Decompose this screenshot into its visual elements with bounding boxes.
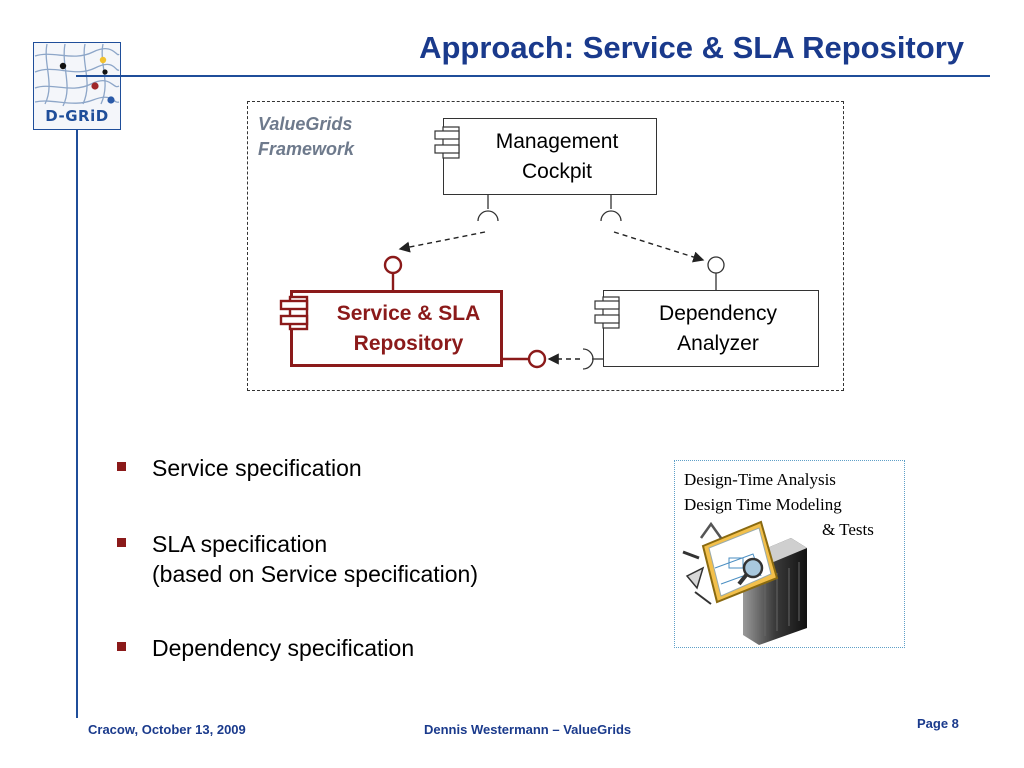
bullet-text: SLA specification xyxy=(152,531,328,557)
page-number: Page 8 xyxy=(917,716,959,731)
design-tools-server-illustration xyxy=(682,520,807,645)
framework-label: ValueGrids Framework xyxy=(258,112,354,162)
slide-title: Approach: Service & SLA Repository xyxy=(419,30,964,65)
service-sla-repository-line1: Service & SLA xyxy=(336,301,481,325)
logo-text: D-GRiD xyxy=(45,107,109,125)
design-line2: Design Time Modeling xyxy=(684,495,842,514)
bullet-square-icon xyxy=(117,642,126,651)
bullet-subtext: (based on Service specification) xyxy=(152,561,478,587)
design-time-text: Design-Time Analysis Design Time Modelin… xyxy=(684,467,874,542)
framework-label-line1: ValueGrids xyxy=(258,114,353,134)
management-cockpit-line2: Cockpit xyxy=(521,159,593,183)
footer-author: Dennis Westermann – ValueGrids xyxy=(424,722,632,737)
bullet-item: SLA specification (based on Service spec… xyxy=(117,529,478,589)
dependency-analyzer-line2: Analyzer xyxy=(677,331,759,355)
dependency-analyzer-component: Dependency Analyzer xyxy=(603,290,819,367)
bullet-square-icon xyxy=(117,462,126,471)
dependency-analyzer-line1: Dependency xyxy=(659,301,777,325)
design-line3: & Tests xyxy=(822,520,874,539)
valuegrids-framework-boundary xyxy=(247,101,844,391)
service-sla-repository-line2: Repository xyxy=(353,331,464,355)
bullet-text: Service specification xyxy=(152,455,362,481)
framework-label-line2: Framework xyxy=(258,139,355,159)
bullet-text: Dependency specification xyxy=(152,635,415,661)
bullet-item: Dependency specification xyxy=(117,633,414,663)
design-line1: Design-Time Analysis xyxy=(684,470,836,489)
management-cockpit-line1: Management xyxy=(495,129,619,153)
side-rule xyxy=(76,130,78,718)
bullet-item: Service specification xyxy=(117,453,362,483)
bullet-square-icon xyxy=(117,538,126,547)
d-grid-logo xyxy=(33,42,121,130)
management-cockpit-component: Management Cockpit xyxy=(443,118,657,195)
design-time-box xyxy=(674,460,905,648)
service-sla-repository-component: Service & SLA Repository xyxy=(290,290,503,367)
footer-date: Cracow, October 13, 2009 xyxy=(88,722,246,737)
title-rule xyxy=(76,75,990,77)
